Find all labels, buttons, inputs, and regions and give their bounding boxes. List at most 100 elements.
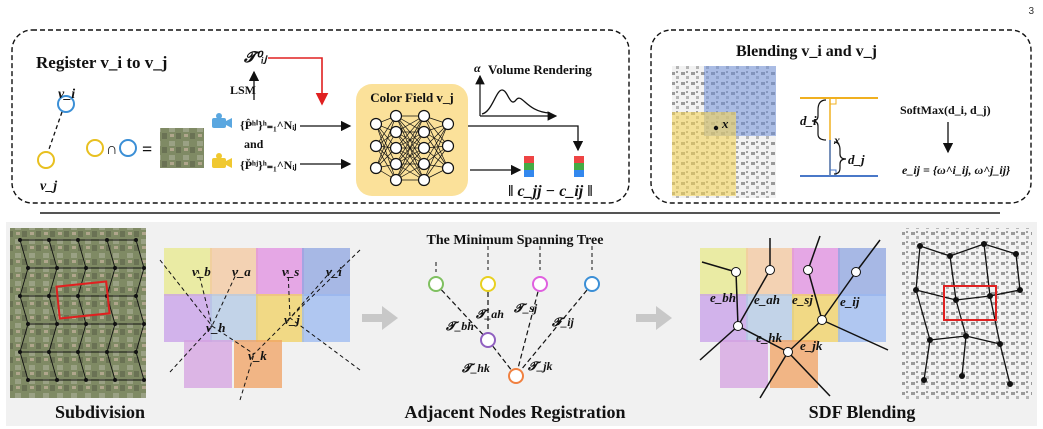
aerial-node xyxy=(134,238,138,242)
node-label: v_h xyxy=(206,320,226,335)
aerial-node xyxy=(113,266,117,270)
aerial-edge xyxy=(77,351,87,381)
mst-node xyxy=(508,368,524,384)
node-j-circle xyxy=(37,151,55,169)
node-label: v_i xyxy=(326,264,342,279)
right-angle-i xyxy=(829,97,837,105)
pc-edge xyxy=(915,289,957,301)
sdf-edge xyxy=(855,239,881,273)
stage-arrow-1 xyxy=(362,306,398,330)
subdivision-block xyxy=(164,248,212,296)
mst-node xyxy=(532,276,548,292)
aerial-edge xyxy=(19,295,29,325)
aerial-edge xyxy=(19,323,29,353)
aerial-node xyxy=(134,294,138,298)
aerial-node xyxy=(55,322,59,326)
sdf-block xyxy=(700,294,748,342)
page-number: 3 xyxy=(1028,6,1034,17)
nn-neuron xyxy=(389,109,403,123)
pc-node xyxy=(963,333,969,339)
sdf-node xyxy=(765,265,775,275)
pc-node xyxy=(917,243,923,249)
nn-edge xyxy=(423,115,449,169)
mst-edge-label: 𝓣_hk xyxy=(461,361,490,375)
aerial-node xyxy=(26,378,30,382)
overlap-aerial-image xyxy=(160,128,204,168)
subdivision-block xyxy=(210,248,258,296)
subdivision-edge xyxy=(211,269,239,327)
sdf-edge-label: e_ah xyxy=(754,292,780,307)
sdf-node xyxy=(733,321,743,331)
aerial-edge xyxy=(77,323,87,353)
nn-neuron xyxy=(441,161,455,175)
nn-edge xyxy=(375,123,397,181)
pc-node xyxy=(1017,287,1023,293)
blending-panel-border xyxy=(650,29,1032,204)
nn-edge xyxy=(395,131,425,181)
aerial-edge xyxy=(77,267,87,297)
subdivision-edge xyxy=(169,325,213,373)
aerial-edge xyxy=(77,295,87,325)
subdivision-panel: Subdivision xyxy=(10,228,146,422)
sdf-caption: SDF Blending xyxy=(809,402,916,422)
aerial-edge xyxy=(19,267,29,297)
pc-edge xyxy=(915,289,931,341)
result-highlight-box xyxy=(943,285,997,321)
sdf-block xyxy=(720,340,768,388)
node-i-label: v_i xyxy=(58,87,75,102)
sdf-edge xyxy=(735,271,739,327)
pc-node xyxy=(953,297,959,303)
pc-edge xyxy=(999,343,1011,385)
brace-j xyxy=(833,141,847,175)
aerial-graph xyxy=(18,238,146,382)
nn-neuron xyxy=(389,125,403,139)
sdf-edge xyxy=(807,235,821,271)
pc-edge xyxy=(983,243,1017,255)
mst-edge-label: 𝓣_bh xyxy=(445,319,474,333)
sdf-node xyxy=(851,267,861,277)
aerial-node xyxy=(142,322,146,326)
sdf-edge xyxy=(821,271,857,321)
subdivision-block xyxy=(164,294,212,342)
aerial-edge xyxy=(48,351,58,381)
points-j-label: {P̆ʰʲ}ʰ₌₁^Nᵢⱼ xyxy=(240,158,297,172)
subdivision-block xyxy=(234,340,282,388)
pc-edge xyxy=(929,335,967,341)
pc-node xyxy=(947,253,953,259)
sdf-block xyxy=(792,248,840,296)
aerial-node xyxy=(105,350,109,354)
nn-neuron xyxy=(389,157,403,171)
nn-neuron xyxy=(441,139,455,153)
mst-node xyxy=(480,276,496,292)
point-cloud-graph xyxy=(913,241,1023,387)
weights-label: e_ij = {ω^i_ij, ω^j_ij} xyxy=(902,163,1011,177)
subdivision-edge xyxy=(197,269,213,327)
mst-node xyxy=(428,276,444,292)
stage-arrow-2 xyxy=(636,306,672,330)
subdivision-block xyxy=(256,294,304,342)
d-j-label: d_j xyxy=(848,152,865,167)
sdf-node xyxy=(817,315,827,325)
pc-node xyxy=(987,293,993,299)
points-i-label: {P̂ʰⁱ}ʰ₌₁^Nᵢⱼ xyxy=(240,118,297,132)
softmax-label: SoftMax(d_i, d_j) xyxy=(900,103,991,117)
aerial-node xyxy=(84,378,88,382)
initial-transform-label: 𝓣⁰ᵢⱼ xyxy=(243,50,268,66)
highlight-box xyxy=(55,280,111,320)
alpha-label: α xyxy=(474,61,481,75)
subdivision-edge xyxy=(159,259,213,327)
nn-neuron xyxy=(441,117,455,131)
aerial-node xyxy=(18,294,22,298)
aerial-edge xyxy=(106,323,116,353)
node-label: v_b xyxy=(192,264,211,279)
mst-edge-label: 𝓣_jk xyxy=(527,359,553,373)
nn-neuron xyxy=(389,173,403,187)
aerial-node xyxy=(18,350,22,354)
loss-label: ‖ c_jj − c_ij ‖ xyxy=(508,183,593,200)
aerial-edge xyxy=(135,239,145,269)
subdivision-block xyxy=(210,294,258,342)
pc-edge xyxy=(949,255,957,301)
aerial-edge xyxy=(19,239,29,269)
color-field-box xyxy=(356,84,468,196)
mst-title: The Minimum Spanning Tree xyxy=(427,233,604,248)
